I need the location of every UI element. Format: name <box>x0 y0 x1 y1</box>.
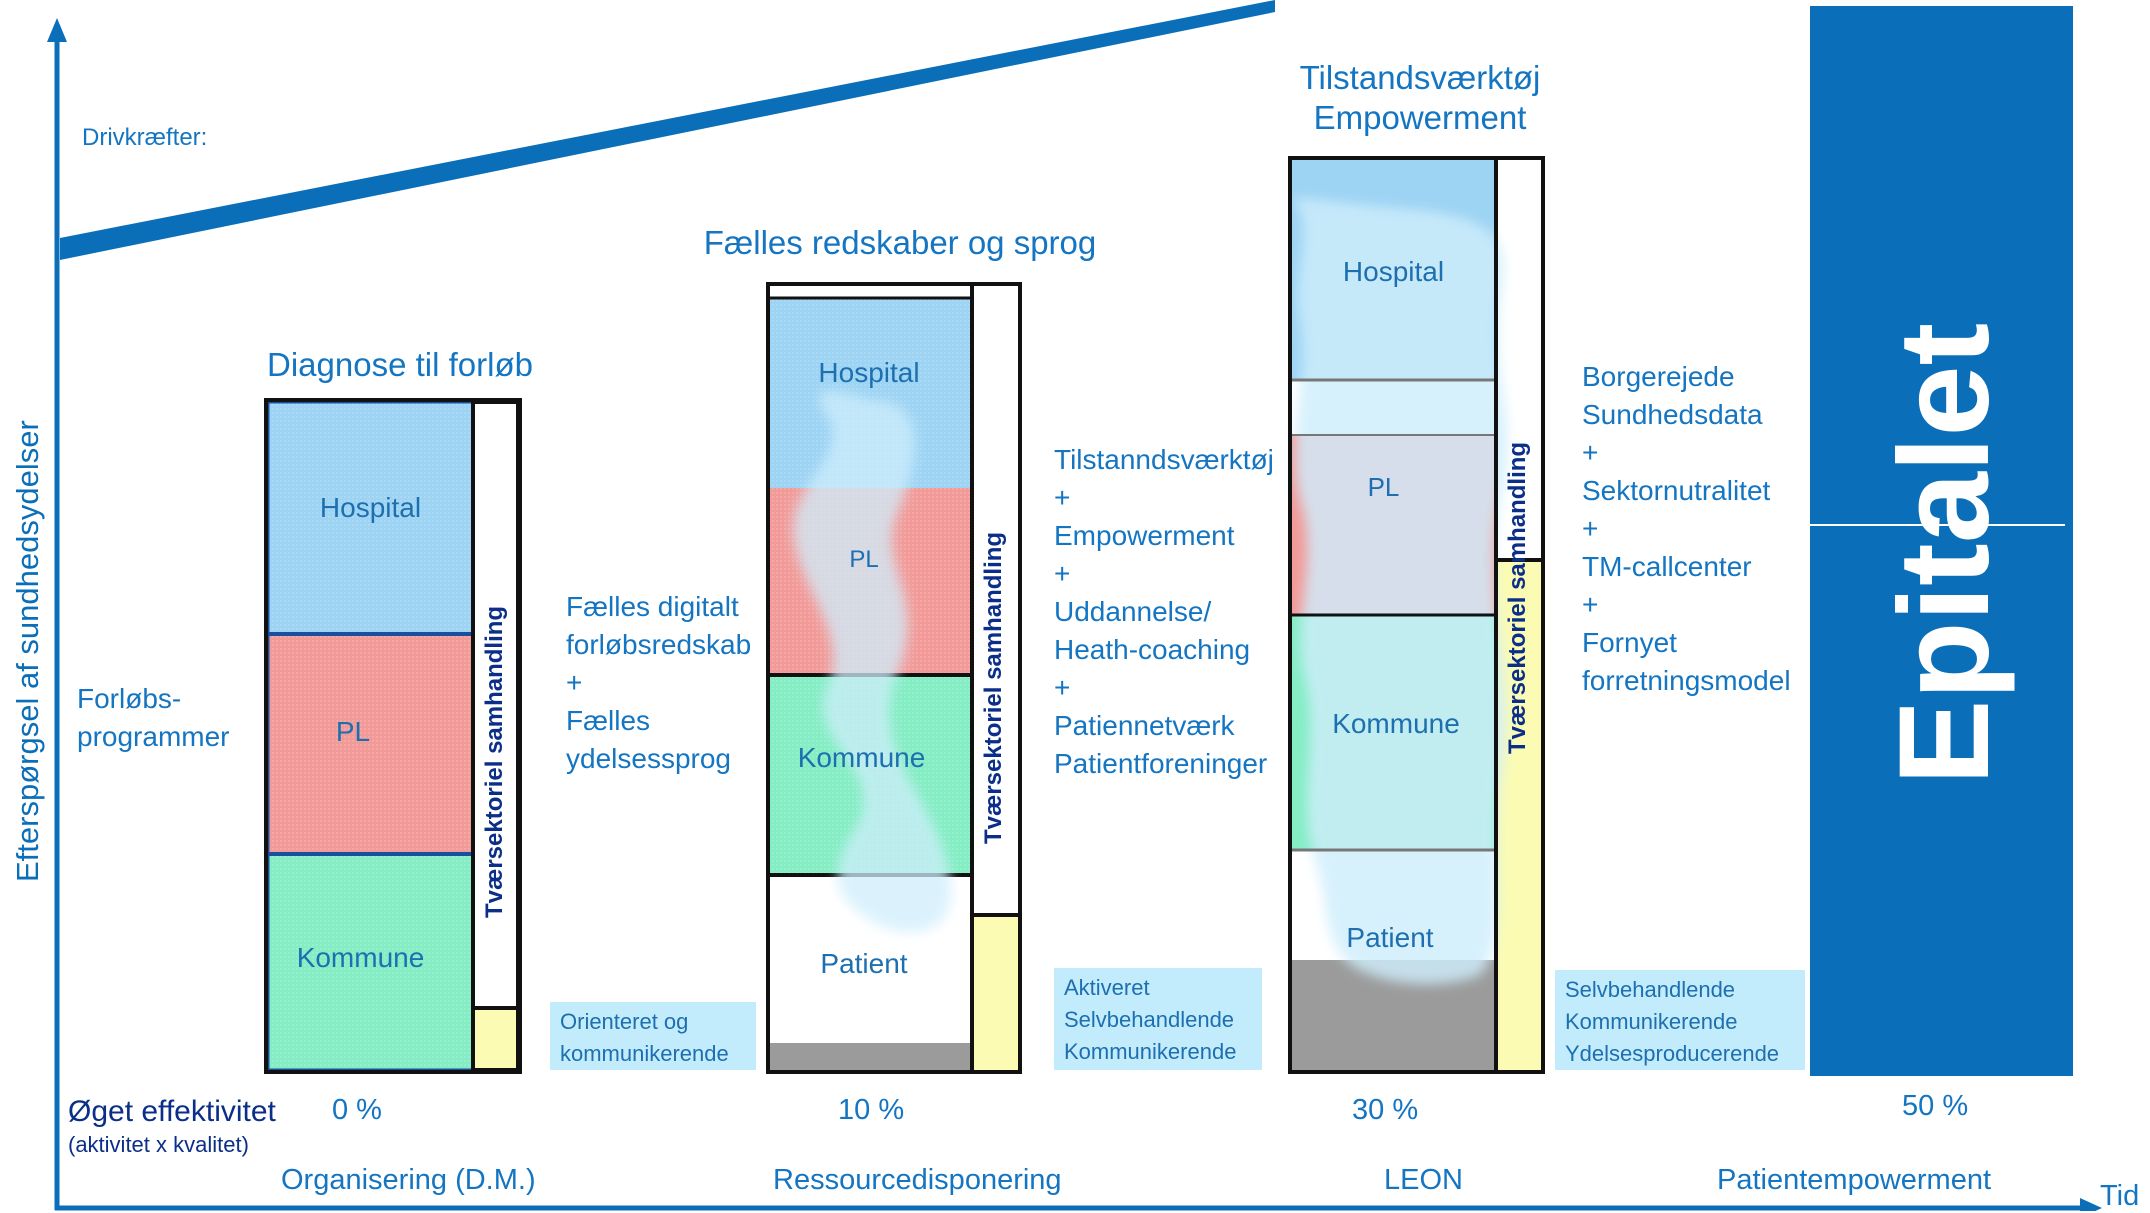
stage1-patient-state: Orienteret og kommunikerende <box>550 1002 756 1070</box>
efficiency-label: Øget effektivitet <box>68 1095 276 1128</box>
x-axis-label: Tid <box>2100 1180 2140 1212</box>
stage1-column <box>264 398 522 1074</box>
stage2-drivers: Fælles digitalt forløbsredskab + Fælles … <box>566 591 752 774</box>
stage4-efficiency: 50 % <box>1902 1090 1969 1122</box>
stage1-samhandling: Tværsektoriel samhandling <box>481 605 508 918</box>
stage2-hospital: Hospital <box>818 357 920 388</box>
stage1-phase: Organisering (D.M.) <box>281 1164 536 1196</box>
efficiency-note: (aktivitet x kvalitet) <box>68 1132 249 1157</box>
stage3-drivers: Tilstanndsværktøj + Empowerment + Uddann… <box>1054 444 1274 779</box>
driver-bar <box>60 0 1275 260</box>
stage1-pl: PL <box>335 716 371 747</box>
stage3-kommune: Kommune <box>1332 708 1460 739</box>
stage2-phase: Ressourcedisponering <box>773 1164 1062 1196</box>
stage3-pl: PL <box>1367 472 1400 502</box>
stage3-patient-state: Selvbehandlende Kommunikerende Ydelsespr… <box>1555 970 1805 1070</box>
x-axis-arrow <box>2080 1198 2102 1211</box>
stage2-patient-state: Aktiveret Selvbehandlende Kommunikerende <box>1054 968 1262 1070</box>
stage4-drivers: Borgerejede Sundhedsdata + Sektornutrali… <box>1582 361 1791 696</box>
stage1-hospital: Hospital <box>319 492 422 523</box>
stage3-title: Tilstandsværktøj Empowerment <box>1299 59 1541 136</box>
stage1-title: Diagnose til forløb <box>267 346 533 383</box>
stage3-phase: LEON <box>1384 1164 1463 1196</box>
stage2-pl: PL <box>849 546 879 573</box>
stage2-samhandling: Tværsektoriel samhandling <box>980 531 1007 844</box>
stage2-column <box>766 282 1022 1074</box>
stage3-samhandling: Tværsektoriel samhandling <box>1504 441 1531 754</box>
stage2-efficiency: 10 % <box>838 1094 905 1126</box>
stage2-kommune: Kommune <box>797 742 926 773</box>
stage2-patient: Patient <box>820 948 908 979</box>
stage3-efficiency: 30 % <box>1352 1094 1419 1126</box>
stage1-kommune: Kommune <box>296 942 425 973</box>
stage3-column <box>1288 156 1545 1074</box>
stage3-patient: Patient <box>1346 922 1434 953</box>
y-axis-label: Efterspørgsel af sundhedsydelser <box>10 420 45 882</box>
stage3-hospital: Hospital <box>1342 256 1445 287</box>
drivers-label: Drivkræfter: <box>82 124 208 151</box>
epitalet-title: Epitalet <box>1873 322 2016 785</box>
stage1-side-label: Forløbs- programmer <box>77 683 230 752</box>
stage1-efficiency: 0 % <box>332 1094 382 1126</box>
y-axis-arrow <box>47 18 67 42</box>
stage2-title: Fælles redskaber og sprog <box>703 224 1097 261</box>
epitalet-banner <box>1810 6 2073 1076</box>
stage4-phase: Patientempowerment <box>1717 1164 1992 1196</box>
